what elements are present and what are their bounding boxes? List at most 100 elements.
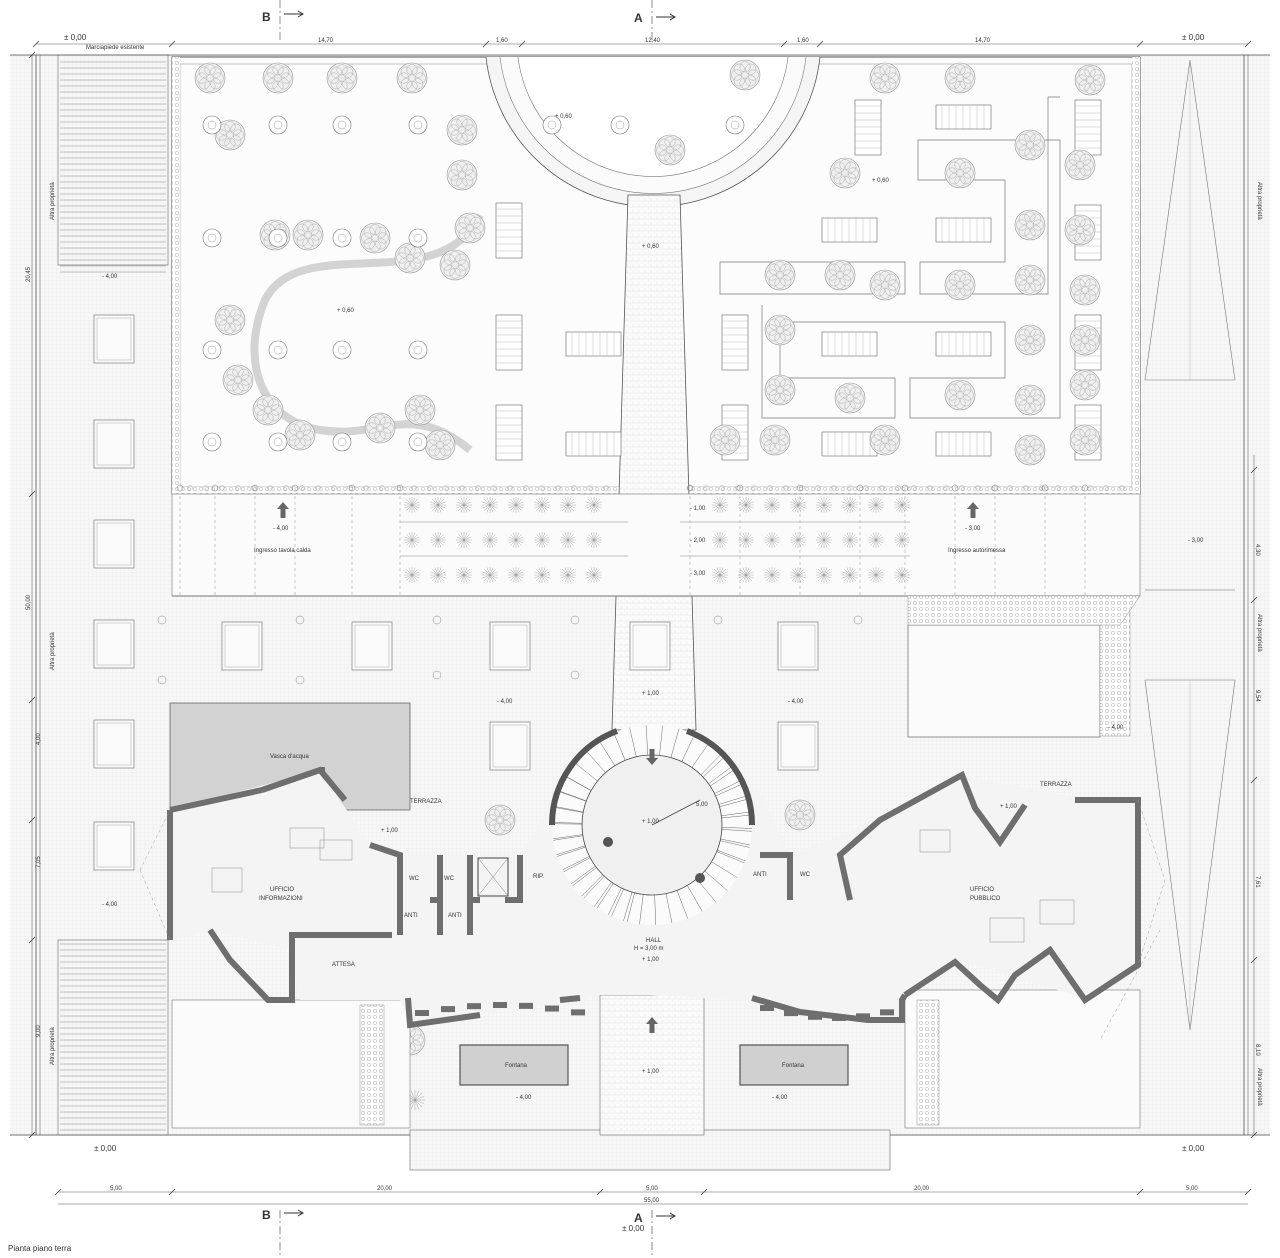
- shrub-icon: [738, 567, 754, 583]
- column-icon: [427, 485, 433, 491]
- desk: [289, 827, 325, 849]
- elev-tier-1: - 1,00: [690, 506, 706, 512]
- elev-right-wing-side: - 4,00: [1108, 725, 1124, 731]
- column-icon: [396, 484, 404, 492]
- window-mullion: [519, 1002, 533, 1009]
- stair-icon: [613, 732, 626, 761]
- shrub-icon: [430, 532, 446, 548]
- caption: Pianta piano terra: [8, 1244, 72, 1253]
- tree-icon: [764, 314, 796, 346]
- round-planters: [202, 115, 745, 452]
- square-planter-icon: [489, 721, 531, 771]
- shrub-icon: [738, 497, 754, 513]
- dim-right-4: 8,10: [1254, 1044, 1260, 1056]
- stair-icon: [691, 742, 710, 768]
- stair-icon: [594, 881, 612, 907]
- column-icon: [1041, 484, 1049, 492]
- bench-icon: [495, 202, 523, 259]
- window-mullion: [545, 1005, 559, 1012]
- column-icon: [951, 484, 959, 492]
- stair-icon: [720, 838, 751, 846]
- planter-icon: [570, 670, 580, 680]
- column-icon: [901, 484, 909, 492]
- tree-icon: [869, 424, 901, 456]
- tree-icon: [1069, 274, 1101, 306]
- column-icon: [315, 485, 321, 491]
- stair-icon: [585, 750, 606, 773]
- bench-icon: [935, 431, 992, 457]
- hall-label: HALL: [646, 938, 662, 944]
- lift-shaft: [477, 857, 509, 897]
- shrub-icon: [894, 497, 910, 513]
- column-icon: [363, 485, 369, 491]
- planter-icon: [610, 115, 630, 135]
- section-mark-b-top: B: [262, 10, 271, 24]
- spiral-stair: [552, 725, 752, 925]
- column-icon: [203, 485, 209, 491]
- stair-icon: [645, 725, 649, 756]
- dimension-tick: [1250, 466, 1258, 474]
- column-icon: [943, 485, 949, 491]
- tree-icon: [404, 394, 436, 426]
- square-planter-icon: [221, 621, 263, 671]
- column-icon: [235, 485, 241, 491]
- tree-icon: [284, 419, 316, 451]
- planter-icon: [332, 340, 352, 360]
- stair-icon: [608, 887, 622, 916]
- tree-icon: [1069, 424, 1101, 456]
- column-icon: [751, 485, 757, 491]
- window-mullion: [880, 1009, 894, 1016]
- square-planter-icon: [93, 719, 135, 769]
- column-icon: [895, 485, 901, 491]
- stair-icon: [687, 885, 703, 912]
- wall: [207, 928, 392, 1003]
- tree-icon: [729, 59, 761, 91]
- column-icon: [735, 485, 741, 491]
- column-icon: [799, 485, 805, 491]
- dim-bottom-total: 55,00: [644, 1198, 660, 1204]
- square-planter-icon: [93, 821, 135, 871]
- planter-icon: [408, 228, 428, 248]
- stair-icon: [626, 892, 635, 922]
- shrub-icon: [842, 532, 858, 548]
- elev-top-left: ± 0,00: [64, 33, 87, 42]
- dimension-tick: [32, 40, 40, 48]
- other-property-right-2: Altra proprietà: [1256, 614, 1262, 652]
- planter-icon: [268, 228, 288, 248]
- storage-label: RIP.: [533, 874, 544, 880]
- planter-icon: [157, 615, 167, 625]
- tree-icon: [944, 62, 976, 94]
- terrace-left-label: TERRAZZA: [410, 799, 442, 805]
- desk: [211, 867, 243, 893]
- shrub-icon: [456, 497, 472, 513]
- other-property-right-1: Altra proprietà: [1256, 182, 1262, 220]
- dim-top-4: 1,60: [797, 38, 809, 44]
- elev-fountain-left: - 4,00: [516, 1095, 532, 1101]
- shrub-icon: [482, 532, 498, 548]
- lift-shaft: [477, 857, 509, 897]
- planter-icon: [725, 115, 745, 135]
- shrub-icon: [456, 567, 472, 583]
- dimension-tick: [1136, 40, 1144, 48]
- shrub-icon: [560, 532, 576, 548]
- stair-icon: [720, 840, 750, 848]
- dimension-tick: [518, 40, 526, 48]
- column-icon: [1055, 485, 1061, 491]
- tree-icon: [262, 62, 294, 94]
- column-icon: [571, 485, 577, 491]
- tree-icon: [1014, 129, 1046, 161]
- lower-garden-right: [904, 989, 1141, 1129]
- sidewalk-label: Marciapiede esistente: [86, 45, 145, 51]
- stair-icon: [715, 783, 744, 797]
- shrub-icon: [816, 567, 832, 583]
- elev-terrace-left: + 1,00: [381, 828, 399, 834]
- stair-icon: [629, 727, 637, 757]
- shrub-icon: [508, 497, 524, 513]
- elev-bottom-right: ± 0,00: [1182, 1144, 1205, 1153]
- dimension-tick: [28, 51, 36, 59]
- up-arrow-icon: [967, 502, 979, 518]
- elev-hall-center: + 1,00: [642, 819, 660, 825]
- bench-icon: [495, 404, 523, 461]
- planter-icon: [295, 615, 305, 625]
- column-icon: [703, 485, 709, 491]
